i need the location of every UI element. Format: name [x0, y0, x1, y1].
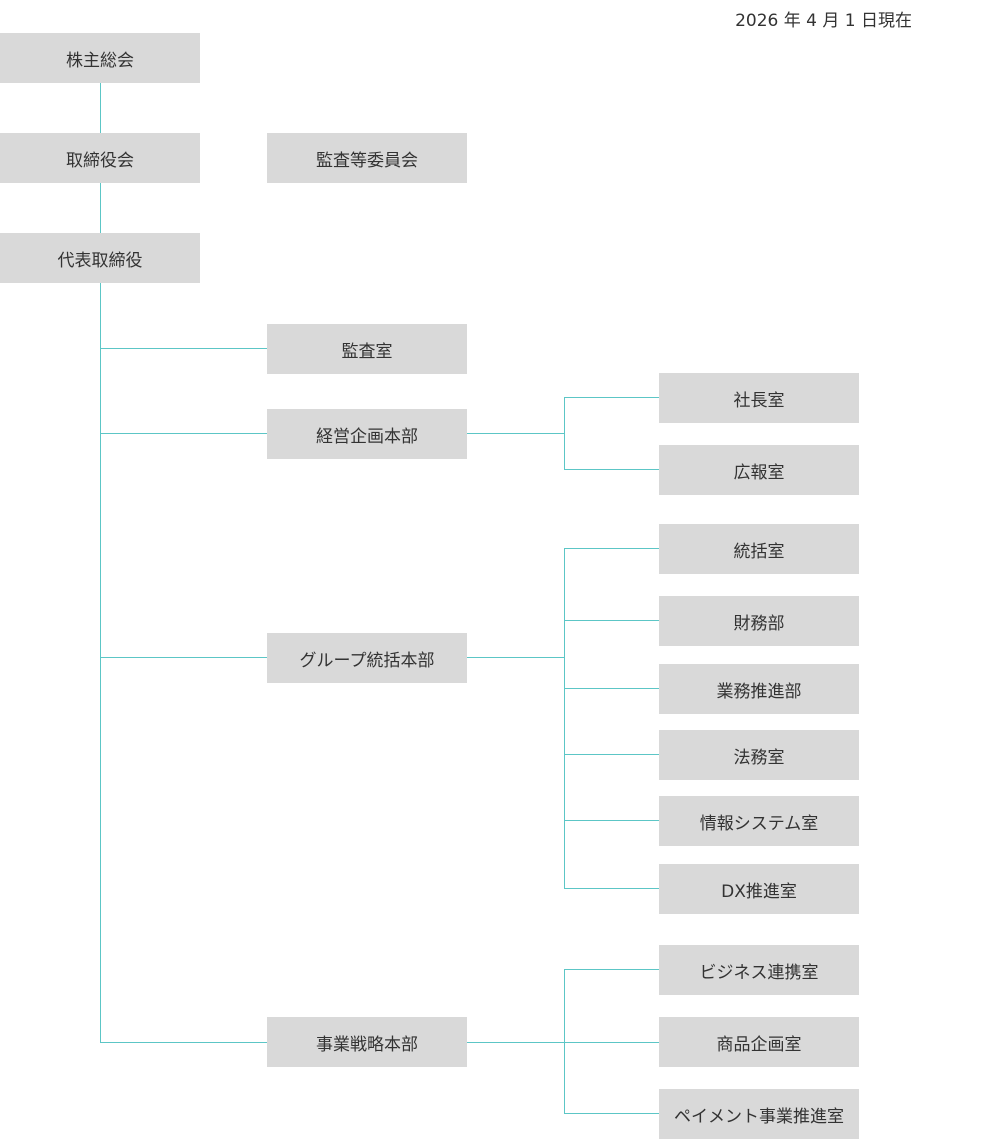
connector-line [100, 1042, 267, 1043]
connector-line [564, 1113, 659, 1114]
org-box-president-office[interactable]: 社長室 [659, 373, 859, 423]
connector-line [564, 397, 565, 470]
connector-line [564, 969, 659, 970]
connector-line [467, 1042, 659, 1043]
connector-line [564, 548, 565, 889]
org-box-business-strategy[interactable]: 事業戦略本部 [267, 1017, 467, 1067]
connector-line [100, 657, 267, 658]
as-of-date: 2026 年 4 月 1 日現在 [735, 11, 912, 31]
org-box-audit-office[interactable]: 監査室 [267, 324, 467, 374]
org-box-board-of-directors[interactable]: 取締役会 [0, 133, 200, 183]
connector-line [564, 969, 565, 1114]
org-box-shareholders-meeting[interactable]: 株主総会 [0, 33, 200, 83]
connector-line [100, 348, 267, 349]
org-box-corporate-planning[interactable]: 経営企画本部 [267, 409, 467, 459]
org-box-business-alliance-office[interactable]: ビジネス連携室 [659, 945, 859, 995]
org-box-pr-office[interactable]: 広報室 [659, 445, 859, 495]
connector-line [564, 397, 659, 398]
connector-line [564, 469, 659, 470]
connector-line [564, 820, 659, 821]
org-box-product-planning-office[interactable]: 商品企画室 [659, 1017, 859, 1067]
org-box-representative-director[interactable]: 代表取締役 [0, 233, 200, 283]
connector-line [100, 83, 101, 133]
org-box-finance-dept[interactable]: 財務部 [659, 596, 859, 646]
connector-line [564, 620, 659, 621]
org-box-general-control-office[interactable]: 統括室 [659, 524, 859, 574]
org-box-group-management[interactable]: グループ統括本部 [267, 633, 467, 683]
connector-line [100, 433, 267, 434]
connector-line [564, 688, 659, 689]
connector-line [564, 548, 659, 549]
org-box-legal-office[interactable]: 法務室 [659, 730, 859, 780]
connector-line [467, 433, 565, 434]
org-box-dx-promotion-office[interactable]: DX推進室 [659, 864, 859, 914]
connector-line [564, 888, 659, 889]
connector-line [467, 657, 565, 658]
org-box-payment-business-office[interactable]: ペイメント事業推進室 [659, 1089, 859, 1139]
org-box-information-systems-office[interactable]: 情報システム室 [659, 796, 859, 846]
connector-line [100, 183, 101, 233]
org-box-business-promotion-dept[interactable]: 業務推進部 [659, 664, 859, 714]
connector-line [564, 754, 659, 755]
connector-line [100, 283, 101, 1043]
org-box-audit-committee[interactable]: 監査等委員会 [267, 133, 467, 183]
